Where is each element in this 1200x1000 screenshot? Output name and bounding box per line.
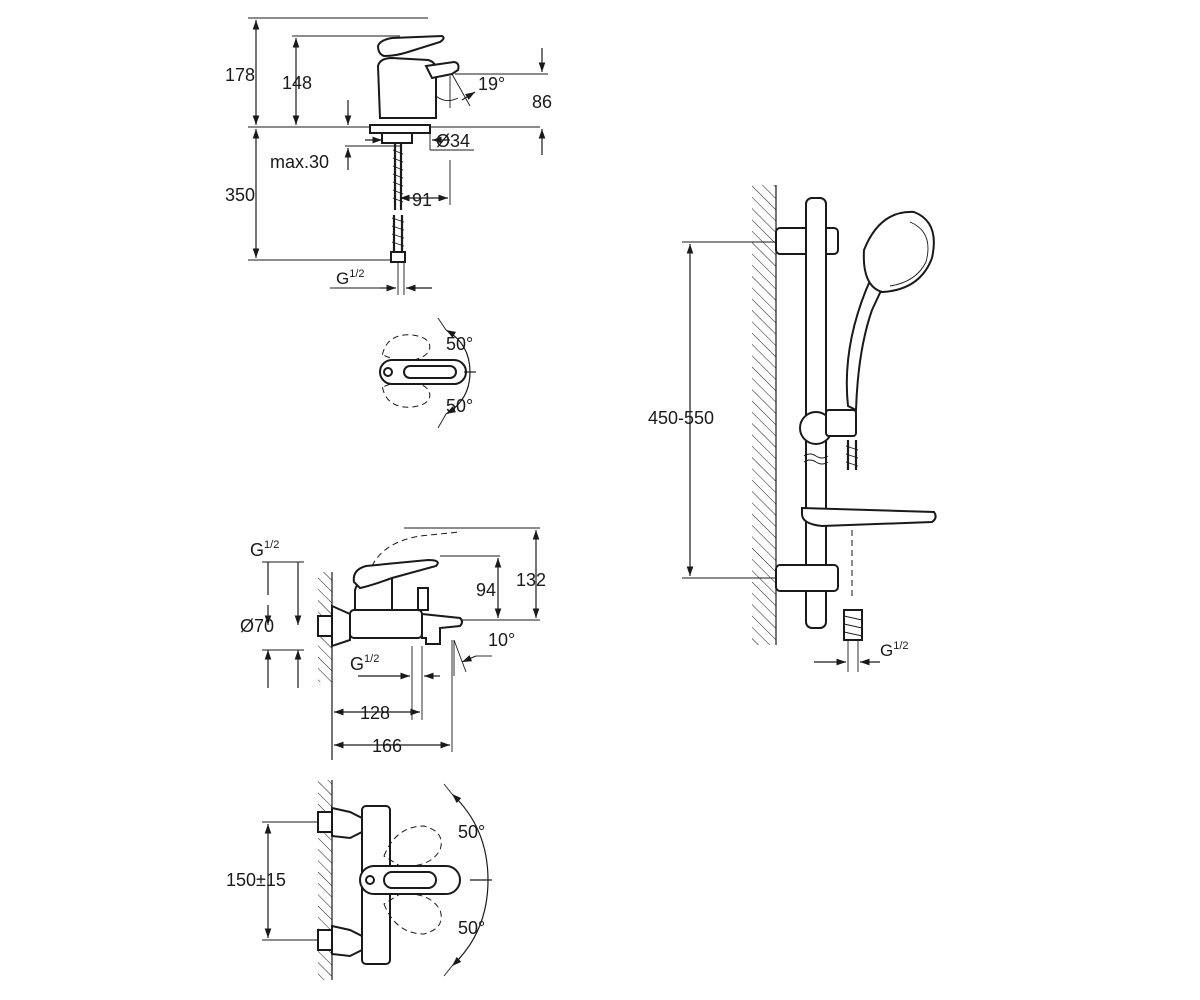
bath-connection-top-label: G1/2 — [250, 539, 279, 560]
shower-rail-range-label: 450-550 — [648, 408, 714, 428]
basin-h-spout-label: 148 — [282, 73, 312, 93]
bath-mixer-elevation: G1/2 Ø70 94 132 10° G1/2 128 166 — [240, 527, 546, 760]
bath-reach-outlet-label: 128 — [360, 703, 390, 723]
bath-h-total-label: 132 — [516, 570, 546, 590]
shower-connection-label: G1/2 — [880, 640, 909, 660]
bath-diameter-label: Ø70 — [240, 616, 274, 636]
basin-plan-angle-bottom: 50° — [446, 396, 473, 416]
basin-diameter-label: Ø34 — [436, 131, 470, 151]
basin-mixer-elevation: 178 148 19° 86 Ø34 max.30 350 91 G1/2 — [225, 17, 552, 295]
bath-plan-centres-label: 150±15 — [226, 870, 286, 890]
bath-connection-outlet-label: G1/2 — [350, 653, 379, 674]
shower-rail-elevation: 450-550 G1/2 — [648, 185, 937, 672]
bath-plan-angle-top: 50° — [458, 822, 485, 842]
basin-reach-label: 91 — [412, 190, 432, 210]
basin-plan-angle-top: 50° — [446, 334, 473, 354]
bath-plan-angle-bottom: 50° — [458, 918, 485, 938]
basin-h-outlet-label: 86 — [532, 92, 552, 112]
bath-mixer-plan: 150±15 50° 50° — [226, 780, 492, 980]
bath-angle-label: 10° — [488, 630, 515, 650]
basin-angle-label: 19° — [478, 74, 505, 94]
basin-max-thickness-label: max.30 — [270, 152, 329, 172]
basin-connection-label: G1/2 — [336, 268, 365, 288]
basin-lever-plan: 50° 50° — [379, 317, 476, 429]
bath-h-outlet-label: 94 — [476, 580, 496, 600]
basin-h-total-label: 178 — [225, 65, 255, 85]
bath-reach-total-label: 166 — [372, 736, 402, 756]
basin-hose-length-label: 350 — [225, 185, 255, 205]
